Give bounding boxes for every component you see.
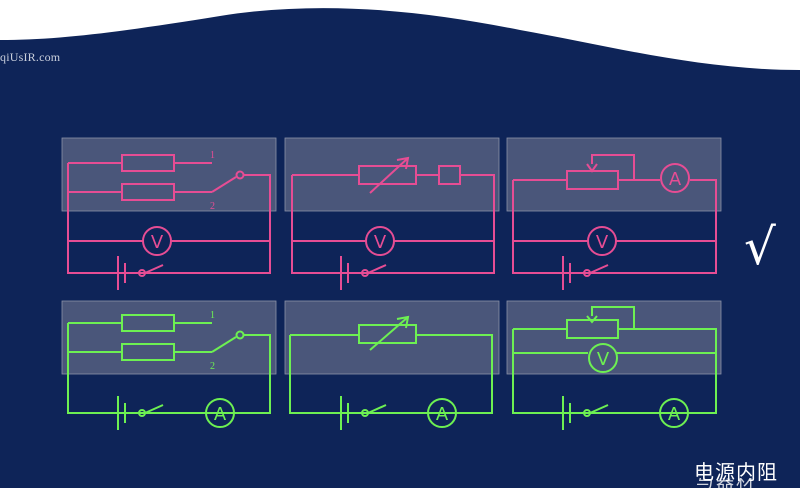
switch-position-2-label: 2: [210, 201, 215, 212]
circuit-pink-2: [291, 156, 495, 290]
bottom-label-partial: 与器材: [696, 478, 788, 488]
circuit-pink-3: [512, 154, 717, 290]
check-mark: √: [744, 218, 776, 276]
ammeter-symbol: A: [668, 404, 681, 425]
circuit-green-3: [512, 306, 717, 430]
watermark-text: qiUsIR.com: [0, 50, 61, 64]
circuit-green-2: [289, 315, 493, 430]
circuit-panels: [61, 137, 722, 375]
voltmeter-symbol: V: [374, 232, 387, 253]
voltmeter-symbol: V: [151, 232, 164, 253]
switch-position-2-label: 2: [210, 361, 215, 372]
switch-position-1-label: 1: [210, 150, 215, 161]
bottom-label: 电源内阻: [694, 460, 778, 484]
voltmeter-symbol: V: [596, 232, 609, 253]
circuit-green-1: [67, 314, 271, 430]
top-wave-decoration: [0, 0, 800, 70]
ammeter-symbol: A: [214, 404, 227, 425]
circuit-pink-1: [67, 154, 271, 290]
ammeter-symbol: A: [669, 169, 682, 190]
voltmeter-symbol: V: [597, 349, 610, 370]
ammeter-symbol: A: [436, 404, 449, 425]
switch-position-1-label: 1: [210, 310, 215, 321]
